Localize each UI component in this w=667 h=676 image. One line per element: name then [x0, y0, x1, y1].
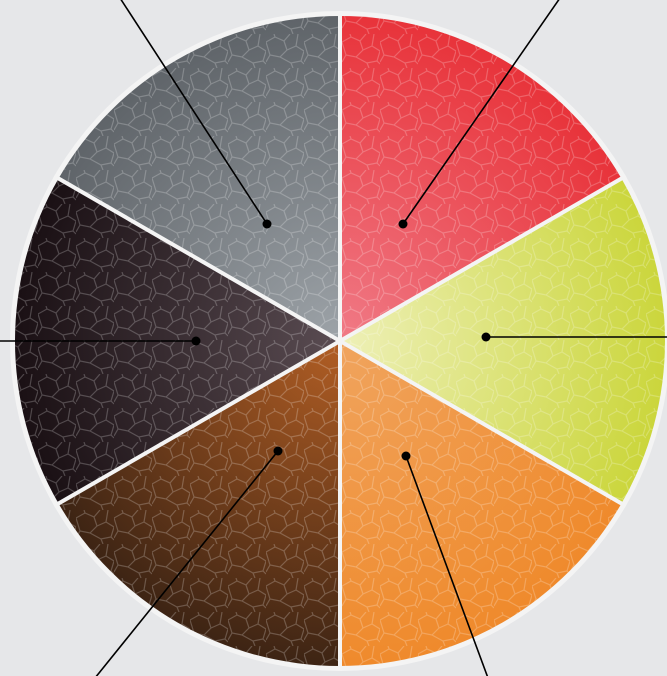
leader-dot-orange: [402, 452, 411, 461]
leader-dot-gray: [263, 220, 272, 229]
leader-dot-black: [192, 337, 201, 346]
leader-dot-brown: [274, 447, 283, 456]
leader-dot-lime: [482, 333, 491, 342]
leader-dot-red: [399, 220, 408, 229]
